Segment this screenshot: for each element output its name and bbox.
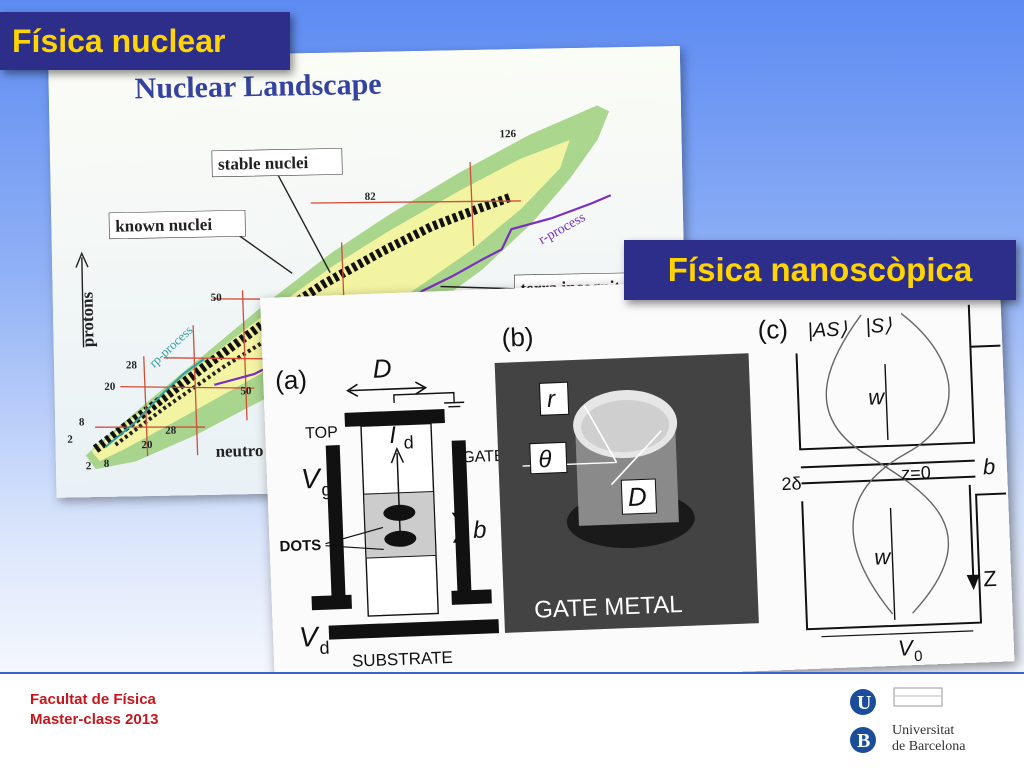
footer-faculty: Facultat de Física xyxy=(30,691,156,708)
nanoscopic-figure-svg: (a) D TOP I d V g GATE xyxy=(260,269,1015,672)
a-label-dots: DOTS xyxy=(279,537,321,556)
university-logo: U B Universitat de Barcelona xyxy=(848,682,998,762)
magic-2-neutron: 2 xyxy=(86,460,92,472)
footer-text: Facultat de Física Master-class 2013 xyxy=(30,690,158,730)
a-label-id-sub: d xyxy=(403,432,414,452)
label-protons: protons xyxy=(77,291,97,347)
nanoscopic-figure-image: (a) D TOP I d V g GATE xyxy=(260,269,1015,672)
label-neutrons: neutro xyxy=(215,441,263,461)
magic-28-neutron: 28 xyxy=(165,425,177,437)
a-label-b: b xyxy=(473,516,487,543)
logo-letter-u: U xyxy=(857,692,871,714)
c-label-v0-sub: 0 xyxy=(914,648,923,665)
a-label-top: TOP xyxy=(305,424,338,442)
a-label-substrate: SUBSTRATE xyxy=(352,648,453,671)
c-label-b: b xyxy=(983,454,996,479)
b-label-gate-metal: GATE METAL xyxy=(534,591,683,624)
a-label-vd: V xyxy=(298,621,320,653)
footer-masterclass: Master-class 2013 xyxy=(30,711,159,728)
a-label-vd-sub: d xyxy=(319,638,330,658)
footer-divider xyxy=(0,672,1024,674)
magic-20-neutron: 20 xyxy=(141,439,153,451)
title-fisica-nuclear: Física nuclear xyxy=(0,12,290,70)
logo-letter-b: B xyxy=(857,730,870,752)
magic-50-neutron: 50 xyxy=(240,385,252,397)
logo-universitat: Universitat xyxy=(892,723,954,738)
c-label-w-bottom: w xyxy=(874,544,893,570)
label-known-nuclei: known nuclei xyxy=(115,215,212,236)
panel-b-label: (b) xyxy=(501,322,534,353)
a-label-vg-sub: g xyxy=(321,479,332,499)
label-stable-nuclei: stable nuclei xyxy=(218,153,309,174)
b-label-D: D xyxy=(627,481,647,512)
c-label-w-top: w xyxy=(868,384,887,410)
a-label-id: I xyxy=(389,422,397,449)
c-label-two-delta: 2δ xyxy=(781,473,802,494)
a-label-D: D xyxy=(372,353,392,384)
magic-50-proton: 50 xyxy=(211,292,223,304)
a-label-vg: V xyxy=(300,463,322,495)
university-logo-svg: U B Universitat de Barcelona xyxy=(850,687,966,754)
magic-82-proton: 82 xyxy=(365,191,377,203)
magic-28-proton: 28 xyxy=(126,359,138,371)
magic-20-proton: 20 xyxy=(104,381,116,393)
panel-c-label: (c) xyxy=(757,314,788,345)
magic-2-proton: 2 xyxy=(67,434,73,446)
b-label-theta: θ xyxy=(538,446,552,473)
magic-8-proton: 8 xyxy=(79,416,85,428)
c-label-as: |AS⟩ xyxy=(807,318,848,342)
slide-background: Nuclear Landscape xyxy=(0,0,1024,672)
magic-126: 126 xyxy=(499,128,516,140)
a-label-gate: GATE xyxy=(462,448,505,467)
c-label-z: Z xyxy=(983,566,997,591)
nuclear-heading: Nuclear Landscape xyxy=(134,68,382,106)
logo-de-barcelona: de Barcelona xyxy=(892,739,966,754)
magic-8-neutron: 8 xyxy=(104,458,110,470)
c-label-z0: z=0 xyxy=(901,462,931,483)
title-fisica-nanoscopica: Física nanoscòpica xyxy=(624,240,1016,300)
b-label-r: r xyxy=(547,386,557,413)
panel-a-label: (a) xyxy=(275,364,308,395)
c-label-v0: V xyxy=(897,635,915,661)
c-label-s: |S⟩ xyxy=(865,315,892,338)
